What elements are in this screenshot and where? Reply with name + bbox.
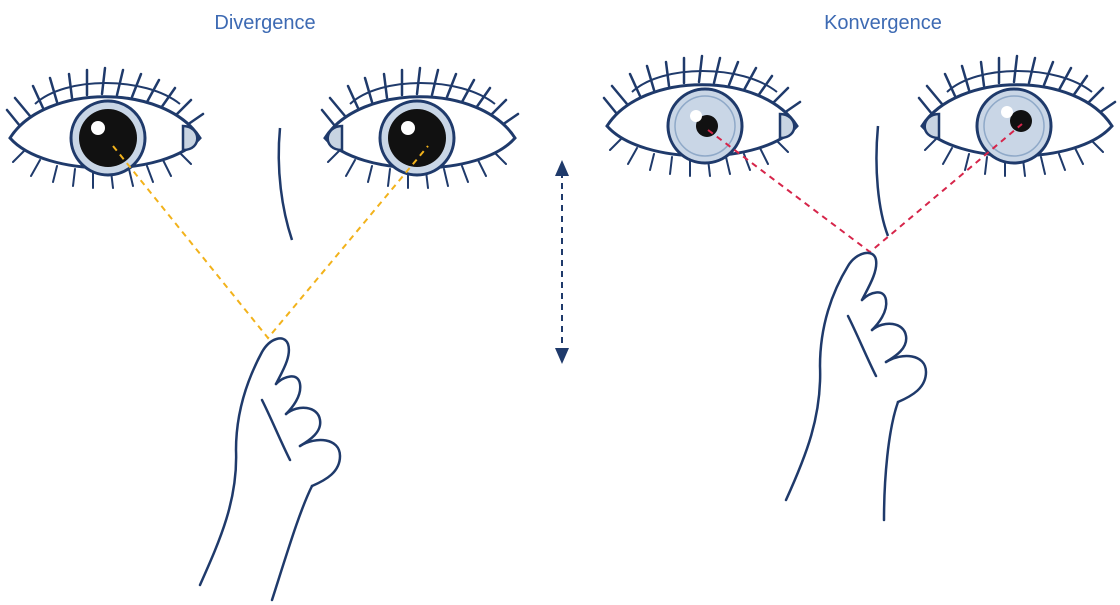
pupil-icon [1010, 110, 1032, 132]
highlight-icon [690, 110, 702, 122]
konvergence-left-eye [604, 56, 800, 176]
nose-line-icon [876, 126, 888, 236]
nose-line-icon [279, 128, 292, 240]
highlight-icon [1001, 106, 1013, 118]
konvergence-right-eye [919, 56, 1115, 176]
double-arrow-icon [555, 160, 569, 364]
divergence-left-eye [7, 68, 203, 188]
pupil-icon [79, 109, 137, 167]
highlight-icon [91, 121, 105, 135]
divergence-sight-lines [113, 146, 428, 338]
pupil-icon [388, 109, 446, 167]
divergence-right-eye [322, 68, 518, 188]
konvergence-hand-icon [786, 253, 926, 520]
divergence-hand-icon [200, 338, 340, 600]
highlight-icon [401, 121, 415, 135]
